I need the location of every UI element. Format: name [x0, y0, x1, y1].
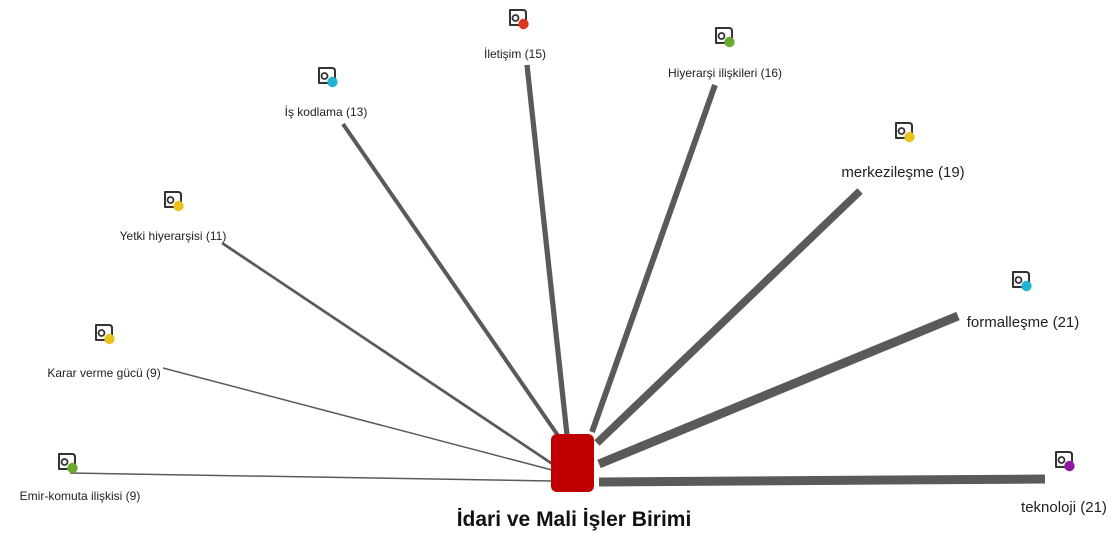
topic-node-label: Emir-komuta ilişkisi (9) — [20, 489, 141, 503]
topic-node-label: Hiyerarşi ilişkileri (16) — [668, 66, 782, 80]
topic-node[interactable]: İletişim (15) — [484, 9, 546, 61]
topic-node-label: teknoloji (21) — [1021, 499, 1107, 516]
edge-line — [69, 472, 553, 482]
status-dot — [1021, 280, 1032, 292]
edge-line — [594, 188, 863, 446]
center-node-label: İdari ve Mali İşler Birimi — [457, 508, 692, 531]
document-tag-icon — [164, 191, 184, 212]
document-tag-icon — [58, 453, 78, 474]
document-tag-icon — [509, 9, 529, 30]
document-tag-icon — [895, 122, 915, 143]
topic-node[interactable]: merkezileşme (19) — [841, 122, 965, 181]
topic-node[interactable]: Hiyerarşi ilişkileri (16) — [668, 27, 782, 80]
topic-node[interactable]: Emir-komuta ilişkisi (9) — [20, 453, 141, 503]
status-dot — [327, 76, 338, 88]
topic-node[interactable]: İş kodlama (13) — [285, 67, 368, 119]
topic-node-label: Yetki hiyerarşisi (11) — [120, 229, 227, 243]
topic-node-label: İş kodlama (13) — [285, 105, 368, 119]
document-tag-icon — [1055, 451, 1075, 472]
edge-line — [589, 84, 718, 433]
document-tag-icon — [318, 67, 338, 88]
status-dot — [173, 200, 184, 212]
edge-line — [162, 367, 553, 471]
center-node[interactable]: İdari ve Mali İşler Birimi — [457, 434, 692, 531]
status-dot — [104, 333, 115, 345]
document-tag-icon — [1012, 271, 1032, 292]
edge-line — [341, 122, 561, 439]
edge-line — [524, 64, 570, 436]
edge-line — [221, 241, 555, 467]
document-tag-icon — [715, 27, 735, 48]
center-node-box[interactable] — [551, 434, 594, 492]
status-dot — [904, 131, 915, 143]
topic-node[interactable]: teknoloji (21) — [1021, 451, 1107, 516]
node-layer: Emir-komuta ilişkisi (9) Karar verme gücü… — [20, 9, 1107, 516]
status-dot — [518, 18, 529, 30]
status-dot — [1064, 460, 1075, 472]
topic-node-label: merkezileşme (19) — [841, 164, 964, 181]
topic-node-label: İletişim (15) — [484, 47, 546, 61]
topic-node-label: Karar verme gücü (9) — [47, 366, 160, 380]
edge-line — [598, 474, 1046, 487]
edge-layer — [69, 64, 1046, 487]
document-tag-icon — [95, 324, 115, 345]
topic-node[interactable]: Yetki hiyerarşisi (11) — [120, 191, 227, 243]
topic-node-label: formalleşme (21) — [967, 314, 1080, 331]
status-dot — [67, 462, 78, 474]
status-dot — [724, 36, 735, 48]
topic-node[interactable]: formalleşme (21) — [967, 271, 1080, 331]
topic-node[interactable]: Karar verme gücü (9) — [47, 324, 161, 380]
edge-line — [597, 311, 960, 469]
